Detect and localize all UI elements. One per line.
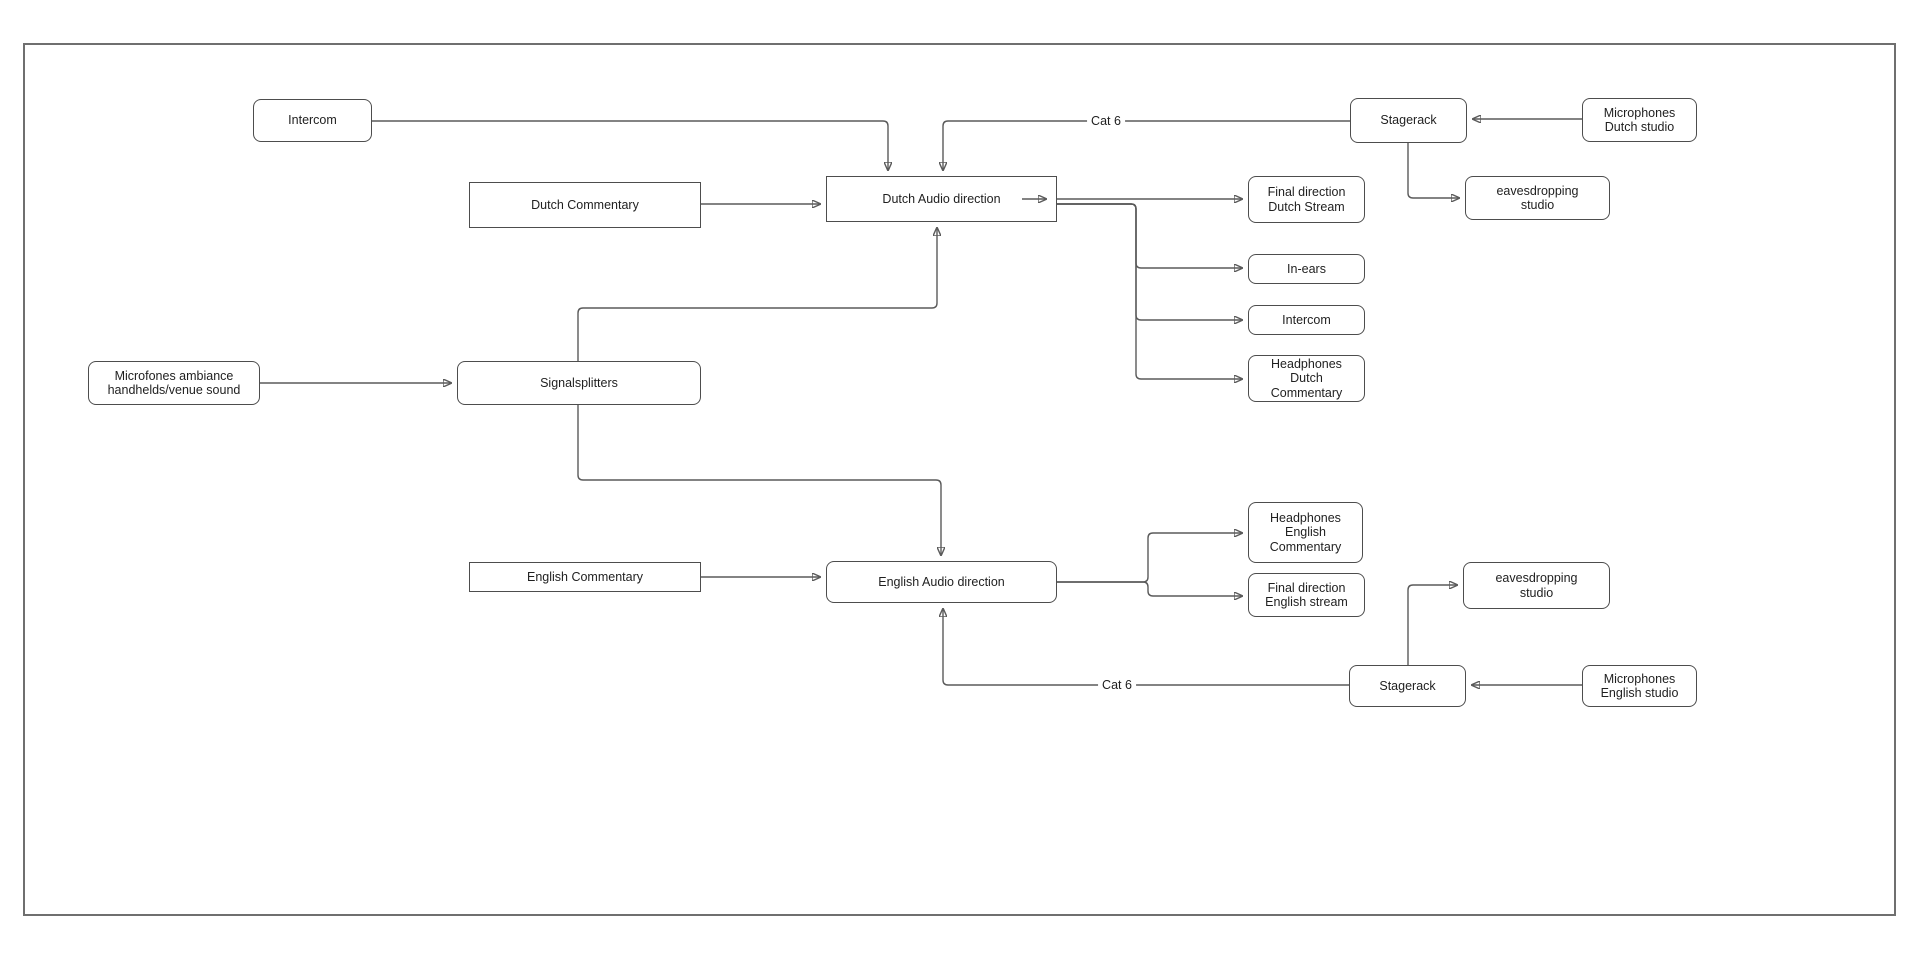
node-dutch-commentary[interactable]: Dutch Commentary [469, 182, 701, 228]
node-intercom-output[interactable]: Intercom [1248, 305, 1365, 335]
node-signalsplitters[interactable]: Signalsplitters [457, 361, 701, 405]
node-microphones-dutch-studio[interactable]: Microphones Dutch studio [1582, 98, 1697, 142]
node-english-commentary[interactable]: English Commentary [469, 562, 701, 592]
node-in-ears[interactable]: In-ears [1248, 254, 1365, 284]
canvas-border [23, 43, 1896, 916]
node-headphones-english-commentary[interactable]: Headphones English Commentary [1248, 502, 1363, 563]
node-final-direction-dutch-stream[interactable]: Final direction Dutch Stream [1248, 176, 1365, 223]
node-microfones-ambiance[interactable]: Microfones ambiance handhelds/venue soun… [88, 361, 260, 405]
node-final-direction-english-stream[interactable]: Final direction English stream [1248, 573, 1365, 617]
node-stagerack-top[interactable]: Stagerack [1350, 98, 1467, 143]
node-dutch-audio-direction[interactable]: Dutch Audio direction [826, 176, 1057, 222]
node-eavesdropping-studio-bottom[interactable]: eavesdropping studio [1463, 562, 1610, 609]
node-headphones-dutch-commentary[interactable]: Headphones Dutch Commentary [1248, 355, 1365, 402]
node-stagerack-bottom[interactable]: Stagerack [1349, 665, 1466, 707]
node-intercom-source[interactable]: Intercom [253, 99, 372, 142]
edge-label-cat6-top: Cat 6 [1087, 113, 1125, 129]
node-eavesdropping-studio-top[interactable]: eavesdropping studio [1465, 176, 1610, 220]
node-english-audio-direction[interactable]: English Audio direction [826, 561, 1057, 603]
node-microphones-english-studio[interactable]: Microphones English studio [1582, 665, 1697, 707]
edge-label-cat6-bottom: Cat 6 [1098, 677, 1136, 693]
